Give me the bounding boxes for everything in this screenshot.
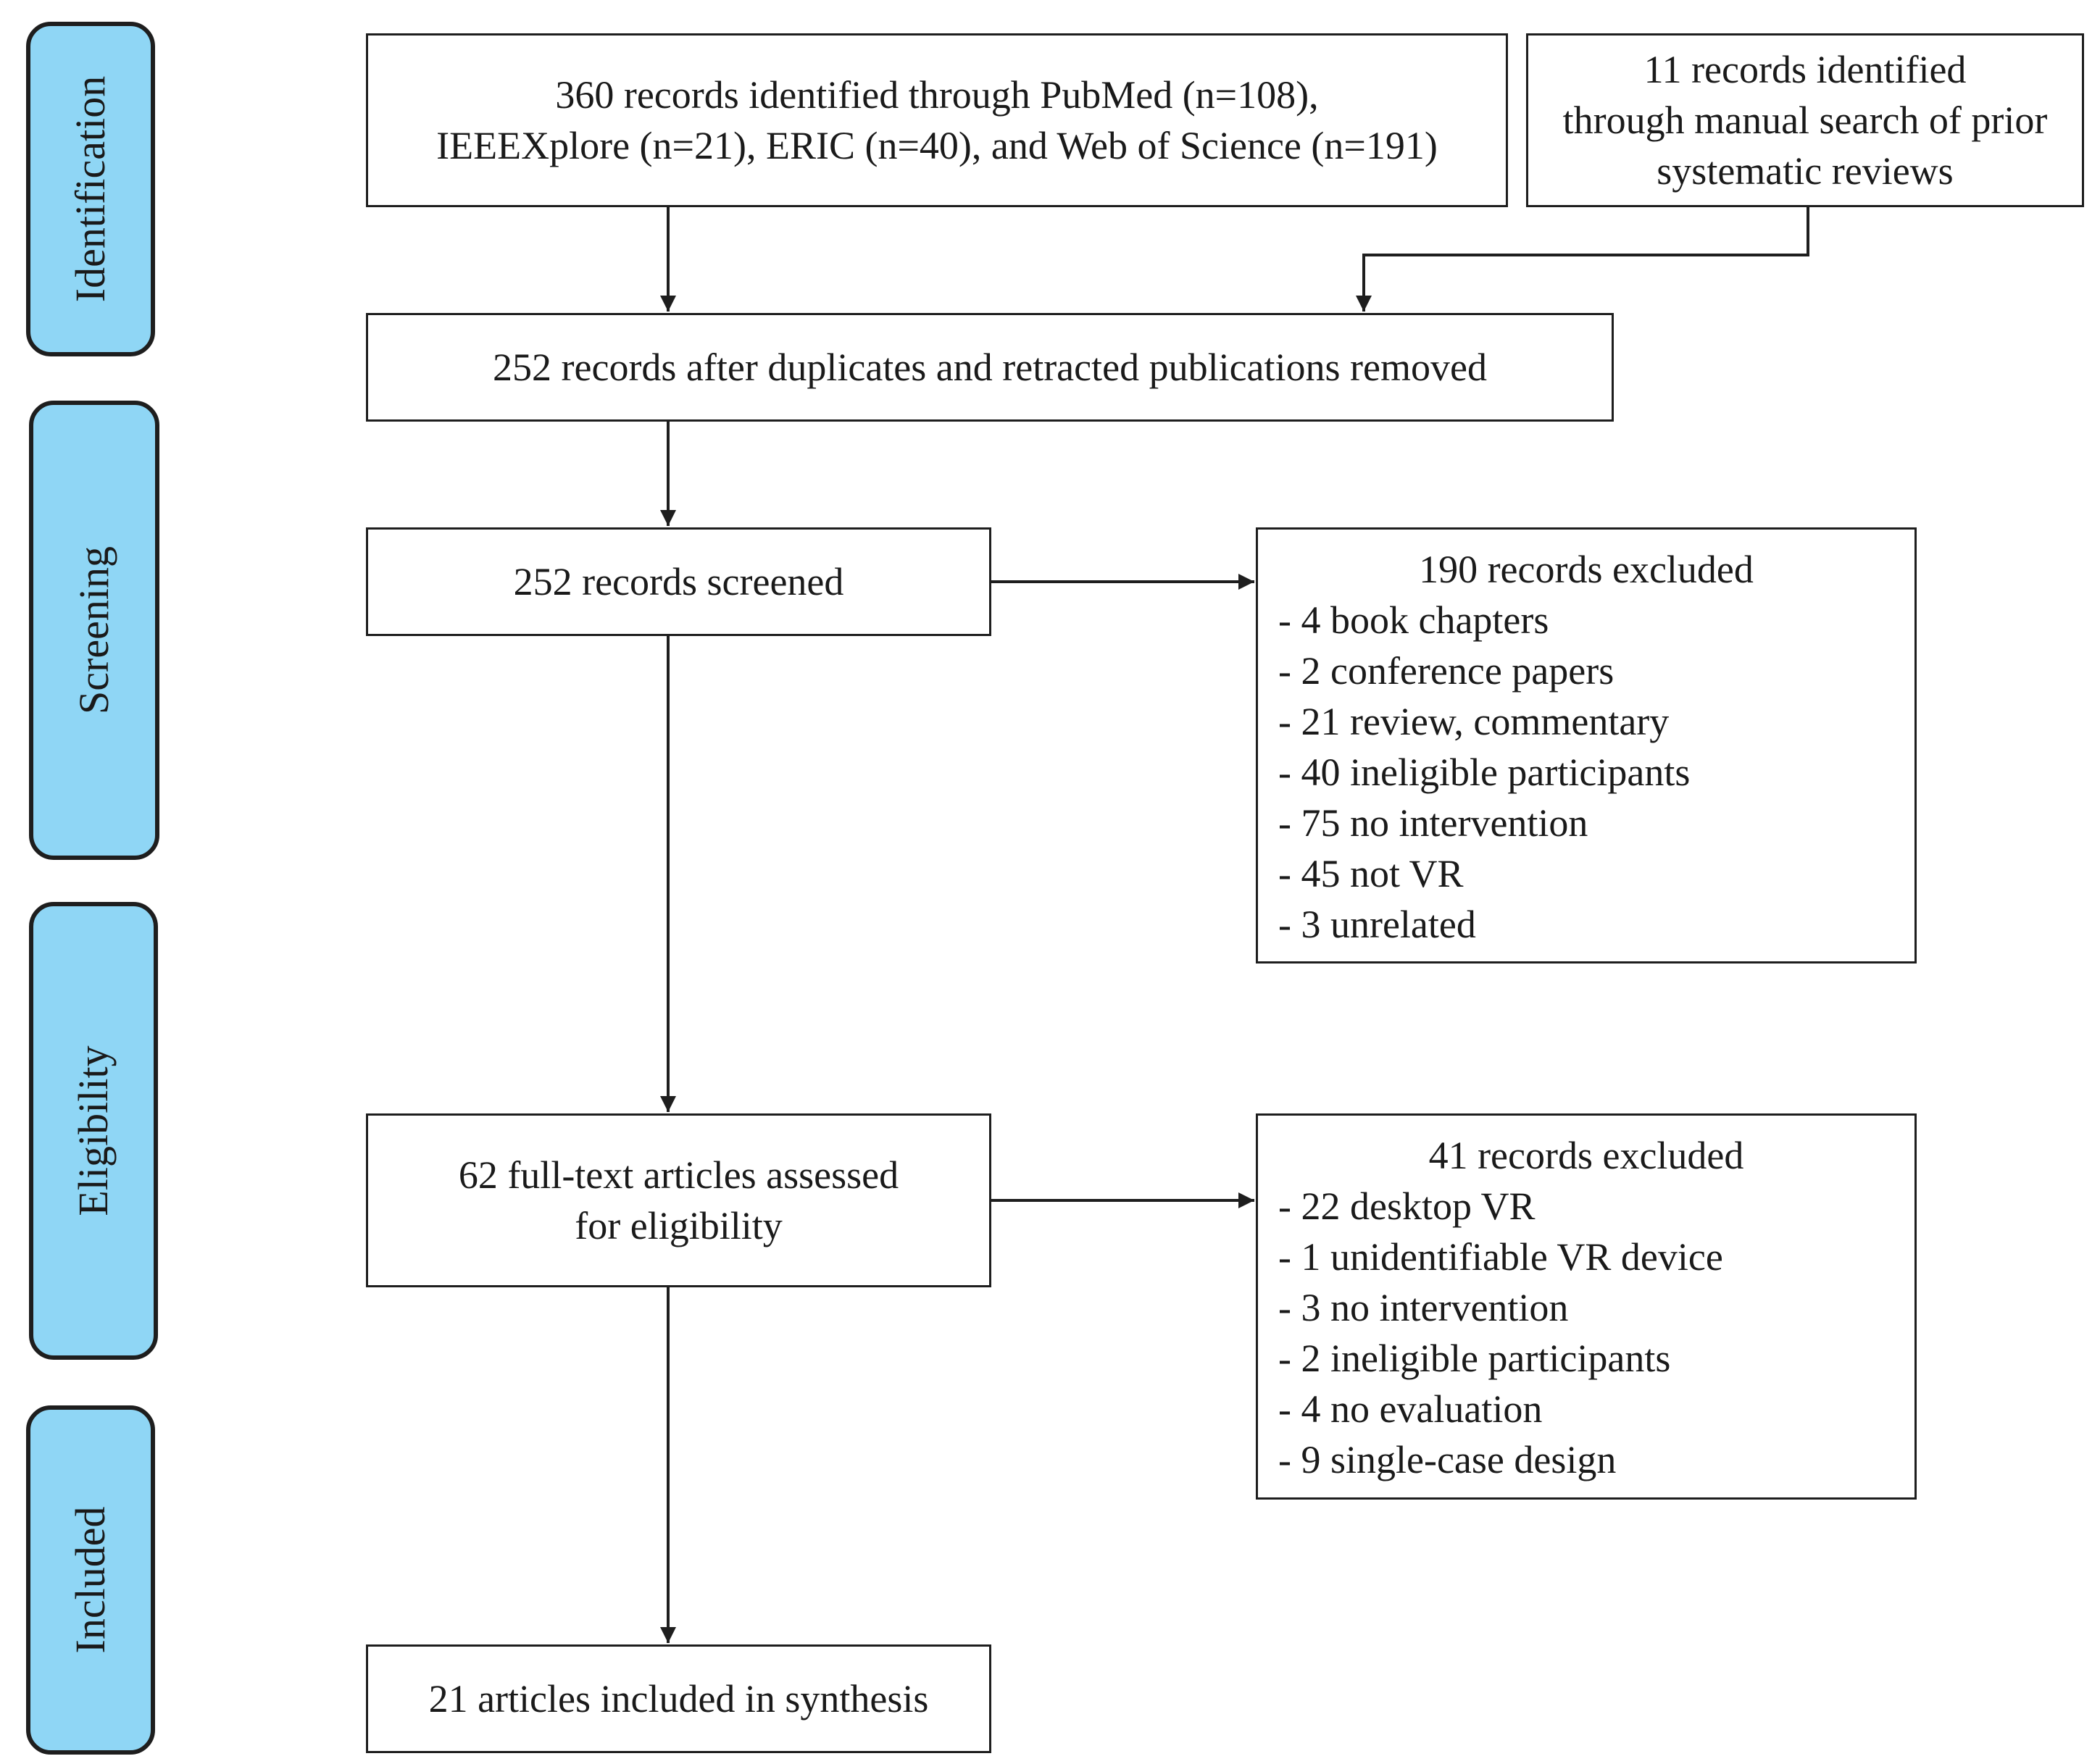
screening-excluded-title: 190 records excluded (1419, 548, 1754, 591)
database-search-line: IEEEXplore (n=21), ERIC (n=40), and Web … (436, 124, 1438, 167)
full-text-line: for eligibility (575, 1204, 783, 1247)
database-search-line: 360 records identified through PubMed (n… (555, 73, 1319, 117)
deduplicated-text: 252 records after duplicates and retract… (493, 346, 1487, 389)
manual-search-line: systematic reviews (1657, 149, 1954, 193)
eligibility-excluded-box: 41 records excluded - 22 desktop VR - 1 … (1256, 1113, 1917, 1500)
eligibility-excluded-title: 41 records excluded (1428, 1134, 1744, 1177)
exclusion-reason: - 3 no intervention (1278, 1286, 1569, 1329)
screened-text: 252 records screened (513, 560, 844, 603)
phase-included: Included (26, 1405, 155, 1755)
full-text-box: 62 full-text articles assessed for eligi… (366, 1113, 991, 1287)
exclusion-reason: - 1 unidentifiable VR device (1278, 1235, 1723, 1279)
exclusion-reason: - 4 book chapters (1278, 598, 1549, 642)
exclusion-reason: - 40 ineligible participants (1278, 751, 1691, 794)
arrow-manual-to-deduplicated (1356, 207, 1809, 312)
exclusion-reason: - 3 unrelated (1278, 903, 1476, 946)
manual-search-line: through manual search of prior (1562, 99, 2048, 142)
manual-search-line: 11 records identified (1643, 48, 1967, 91)
exclusion-reason: - 75 no intervention (1278, 801, 1588, 845)
screened-box: 252 records screened (366, 527, 991, 636)
exclusion-reason: - 4 no evaluation (1278, 1387, 1543, 1431)
included-text: 21 articles included in synthesis (428, 1677, 929, 1721)
exclusion-reason: - 45 not VR (1278, 852, 1464, 895)
included-box: 21 articles included in synthesis (366, 1644, 991, 1753)
phase-eligibility: Eligibility (29, 902, 158, 1360)
phase-identification: Identification (26, 22, 155, 356)
exclusion-reason: - 9 single-case design (1278, 1438, 1617, 1481)
phase-screening: Screening (29, 401, 159, 860)
manual-search-box: 11 records identified through manual sea… (1526, 33, 2084, 207)
exclusion-reason: - 21 review, commentary (1278, 700, 1670, 743)
screening-excluded-box: 190 records excluded - 4 book chapters -… (1256, 527, 1917, 963)
database-search-box: 360 records identified through PubMed (n… (366, 33, 1508, 207)
full-text-line: 62 full-text articles assessed (458, 1153, 899, 1197)
exclusion-reason: - 2 ineligible participants (1278, 1337, 1671, 1380)
exclusion-reason: - 2 conference papers (1278, 649, 1614, 693)
exclusion-reason: - 22 desktop VR (1278, 1184, 1536, 1228)
deduplicated-box: 252 records after duplicates and retract… (366, 313, 1614, 422)
